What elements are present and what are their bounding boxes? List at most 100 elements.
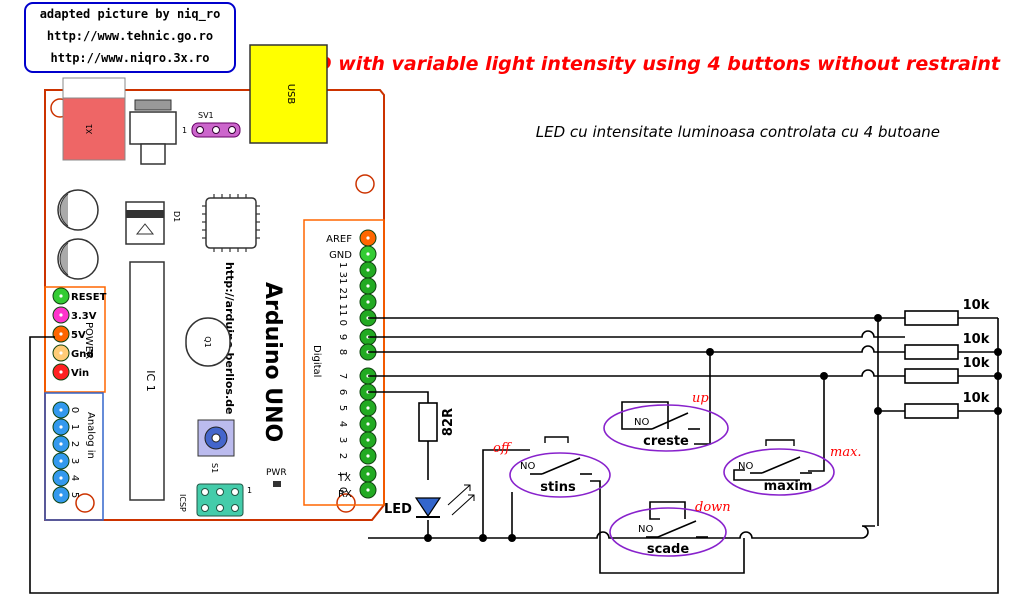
pin-d5-label: 5 — [337, 405, 348, 411]
credit-line-1: adapted picture by niq_ro — [40, 7, 221, 22]
arduino-board: X1 SV1 1 USB — [44, 44, 385, 521]
capacitor-2 — [57, 238, 99, 280]
analog-pin-label-4: 4 — [69, 475, 80, 481]
button-stins-tag: off — [493, 441, 513, 456]
button-maxim-label: maxim — [764, 479, 813, 494]
pin-d4-label: 4 — [337, 421, 348, 427]
ic1-chip: IC 1 — [129, 261, 165, 501]
button-creste-tag: up — [692, 391, 709, 406]
tx-label: TX — [337, 473, 351, 484]
power-pin-label-1: 3.3V — [71, 311, 97, 322]
button-scade-tag: down — [695, 500, 731, 515]
diagram-subtitle: LED cu intensitate luminoasa controlata … — [536, 123, 940, 141]
pin-d9-label: 9 — [337, 334, 348, 340]
analog-pin-label-3: 3 — [69, 458, 80, 464]
power-pin-label-4: Vin — [71, 368, 89, 379]
power-header-outline — [44, 286, 106, 393]
button-creste: NO creste up — [603, 391, 729, 452]
button-stins-no: NO — [520, 461, 535, 472]
diode-d1: D1 — [125, 201, 181, 245]
led-label: LED — [384, 502, 412, 517]
sv1-pin-label: 1 — [182, 126, 187, 135]
pin-d8-label: 8 — [337, 349, 348, 355]
resistor-1: 10k — [904, 298, 990, 326]
q1-label: Q1 — [203, 336, 212, 347]
voltage-regulator — [129, 99, 177, 165]
button-scade-label: scade — [647, 542, 690, 557]
wiring — [29, 317, 999, 594]
pin-d12-label: 1 2 — [337, 278, 348, 294]
pin-d2-label: 2 — [337, 453, 348, 459]
smd-chip — [202, 194, 260, 252]
icsp-label: ICSP — [178, 494, 187, 512]
button-stins-label: stins — [540, 480, 576, 495]
button-scade: NO scade down — [609, 500, 731, 557]
pwr-indicator: PWR — [266, 468, 287, 487]
led-resistor-82r: 82R — [418, 402, 456, 442]
x1-component: X1 — [62, 77, 126, 161]
button-maxim-tag: max. — [830, 445, 862, 460]
power-pin-label-2: 5V — [71, 330, 86, 341]
digital-label: Digital — [311, 345, 322, 377]
analog-pin-label-2: 2 — [69, 441, 80, 447]
board-name: Arduino UNO — [260, 282, 285, 442]
pin-d11-label: 1 1 — [337, 294, 348, 310]
pin-d1-label: 1 — [337, 471, 348, 477]
resistor-1-label: 10k — [963, 298, 990, 313]
pin-d3-label: 3 — [337, 437, 348, 443]
gnd-label: GND — [329, 250, 352, 261]
credit-box: adapted picture by niq_ro http://www.teh… — [24, 2, 236, 73]
analog-pin-label-5: 5 — [69, 492, 80, 498]
pwr-label: PWR — [266, 468, 287, 478]
pin-d7-label: 7 — [337, 373, 348, 379]
junction-dots — [424, 314, 1002, 542]
usb-label: USB — [285, 84, 296, 105]
resistor-3-label: 10k — [963, 356, 990, 371]
led: LED — [384, 484, 475, 518]
pin-d0-label: 0 — [337, 487, 348, 493]
pin-d10-label: 1 0 — [337, 310, 348, 326]
led-resistor-label: 82R — [441, 408, 456, 436]
capacitor-1 — [57, 189, 99, 231]
analog-pin-header: 0 1 2 3 4 5 — [52, 401, 80, 504]
usb-connector: USB — [249, 44, 328, 144]
button-creste-no: NO — [634, 417, 649, 428]
sv1-label: SV1 — [198, 111, 214, 120]
digital-header-outline — [303, 219, 385, 506]
power-title: POWER — [83, 322, 94, 359]
pin-d13-label: 1 3 — [337, 262, 348, 278]
power-pin-label-3: Gnd — [71, 349, 94, 360]
reset-button-s1: S1 — [197, 419, 235, 473]
button-maxim: NO maxim max. — [723, 439, 862, 496]
analog-title: Analog in — [85, 412, 96, 459]
analog-header-outline — [44, 392, 104, 521]
icsp-header: ICSP 1 — [178, 483, 252, 517]
pin-d6-label: 6 — [337, 389, 348, 395]
resistor-2: 10k — [904, 332, 990, 360]
credit-line-2: http://www.tehnic.go.ro — [47, 29, 213, 43]
d1-label: D1 — [172, 211, 181, 222]
aref-label: AREF — [326, 234, 352, 245]
ic1-label: IC 1 — [144, 370, 157, 391]
icsp-pin-label: 1 — [247, 486, 252, 495]
resistor-3: 10k — [904, 356, 990, 384]
power-pin-label-0: RESET — [71, 292, 107, 303]
s1-label: S1 — [210, 463, 219, 473]
resistor-2-label: 10k — [963, 332, 990, 347]
resistor-4: 10k — [904, 391, 990, 419]
resistor-4-label: 10k — [963, 391, 990, 406]
button-creste-label: creste — [643, 434, 689, 449]
q1-oscillator: Q1 — [185, 317, 231, 367]
analog-pin-label-0: 0 — [69, 407, 80, 413]
button-scade-no: NO — [638, 524, 653, 535]
analog-pin-label-1: 1 — [69, 424, 80, 430]
button-maxim-no: NO — [738, 461, 753, 472]
credit-line-3: http://www.niqro.3x.ro — [51, 51, 210, 65]
diagram-title: LED with variable light intensity using … — [291, 53, 1001, 75]
x1-label: X1 — [85, 124, 94, 135]
button-stins: NO stins off — [493, 436, 611, 498]
sv1-header: SV1 1 — [182, 111, 241, 138]
